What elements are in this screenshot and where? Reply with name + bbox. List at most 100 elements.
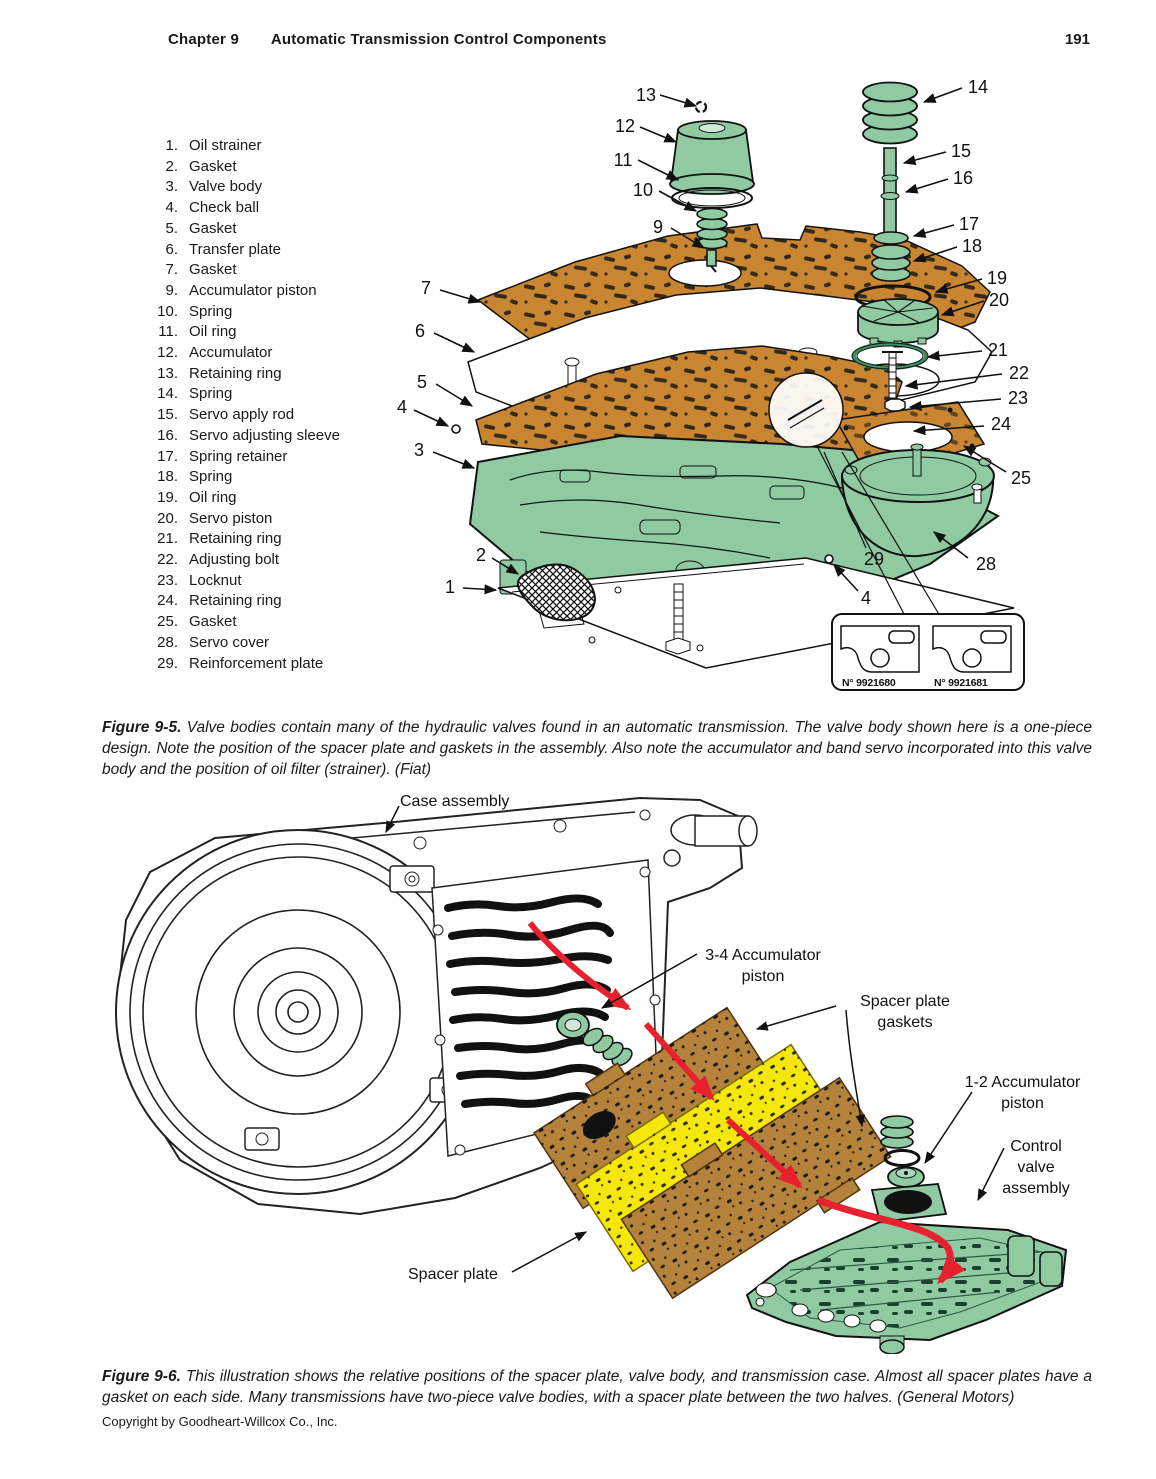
figure-9-6-illustration (115, 796, 1068, 1354)
parts-list-item: 23. Locknut (146, 571, 340, 592)
part-number: 12. (157, 344, 178, 362)
callout-19: 19 (987, 268, 1007, 288)
check-ball-4-left (451, 424, 461, 434)
parts-list-item: 10. Spring (146, 302, 340, 323)
part-name: Transfer plate (189, 240, 281, 258)
part-number: 23. (157, 571, 178, 589)
part-number: 19. (157, 488, 178, 506)
label-spacer-plate: Spacer plate (408, 1266, 498, 1283)
part-name: Servo apply rod (189, 406, 295, 424)
part-number: 15. (157, 406, 178, 424)
part-name: Retaining ring (189, 592, 282, 610)
part-number: 20. (157, 509, 178, 527)
parts-list-item: 5. Gasket (146, 219, 340, 240)
parts-list: 1. Oil strainer 2. Gasket 3. Valve body … (146, 136, 340, 674)
callout-16: 16 (953, 168, 973, 188)
parts-list-item: 13. Retaining ring (146, 364, 340, 385)
part-number: 2. (165, 157, 178, 175)
callout-13: 13 (636, 85, 656, 105)
plate-stamp-right: N° 9921681 (934, 677, 988, 689)
parts-list-item: 18. Spring (146, 467, 340, 488)
plate-stamp-left: N° 9921680 (842, 677, 896, 689)
page-number: 191 (1064, 31, 1090, 48)
part-number: 10. (157, 302, 178, 320)
accumulator-piston-9 (706, 249, 717, 273)
part-name: Gasket (189, 261, 237, 279)
parts-list-item: 16. Servo adjusting sleeve (146, 426, 340, 447)
part-name: Gasket (189, 613, 237, 631)
part-name: Retaining ring (189, 364, 282, 382)
part-number: 22. (157, 551, 178, 569)
parts-list-item: 4. Check ball (146, 198, 340, 219)
part-name: Spring (189, 468, 233, 486)
part-number: 3. (165, 178, 178, 196)
part-number: 24. (157, 592, 178, 610)
part-number: 25. (157, 613, 178, 631)
part-number: 6. (165, 240, 178, 258)
part-number: 9. (165, 281, 178, 299)
part-name: Accumulator (189, 344, 273, 362)
flow-arrows-red (527, 921, 966, 1285)
locknut-23 (884, 398, 906, 412)
parts-list-item: 7. Gasket (146, 260, 340, 281)
part-name: Spring (189, 302, 233, 320)
part-name: Retaining ring (189, 530, 282, 548)
callout-1: 1 (445, 577, 455, 597)
part-name: Servo piston (189, 509, 273, 527)
label-control-valve-assembly: Control valve assembly (1002, 1138, 1070, 1198)
spring-retainer-17 (873, 231, 909, 245)
figure-9-5-illustration: N° 9921680 N° 9921681 (397, 77, 1031, 691)
parts-list-item: 21. Retaining ring (146, 529, 340, 550)
servo-piston-20 (857, 298, 939, 348)
parts-list-item: 28. Servo cover (146, 633, 340, 654)
inset-detail-box: N° 9921680 N° 9921681 (817, 447, 1025, 691)
callout-2: 2 (476, 545, 486, 565)
control-valve-assembly (745, 1183, 1068, 1354)
callout-12: 12 (615, 116, 635, 136)
parts-list-item: 2. Gasket (146, 157, 340, 178)
callout-28: 28 (976, 554, 996, 574)
callout-5: 5 (417, 372, 427, 392)
parts-list-item: 24. Retaining ring (146, 591, 340, 612)
spring-18 (871, 244, 911, 282)
callout-21: 21 (988, 340, 1008, 360)
part-number: 1. (165, 137, 178, 154)
fig95-callout-arrows (413, 87, 1007, 595)
label-3-4-accumulator-piston: 3-4 Accumulator piston (705, 947, 821, 986)
figure-9-5-caption-label: Figure 9-5. (102, 718, 182, 736)
callout-29: 29 (864, 549, 884, 569)
figure-9-6-caption-label: Figure 9-6. (102, 1367, 181, 1385)
part-name: Oil ring (189, 323, 237, 341)
part-number: 29. (157, 654, 178, 672)
figure-9-5-caption: Figure 9-5. Valve bodies contain many of… (102, 717, 1092, 780)
fig96-leader-lines (385, 805, 1005, 1273)
callout-15: 15 (951, 141, 971, 161)
part-number: 13. (157, 364, 178, 382)
callout-11: 11 (614, 150, 633, 170)
pan-bolt (665, 583, 691, 655)
parts-list-item: 29. Reinforcement plate (146, 654, 340, 675)
part-name: Accumulator piston (189, 281, 317, 299)
callout-3: 3 (414, 440, 424, 460)
part-name: Spring retainer (189, 447, 288, 465)
callout-18: 18 (962, 236, 982, 256)
parts-list-item: 17. Spring retainer (146, 447, 340, 468)
check-ball-4-right (824, 554, 834, 564)
callout-6: 6 (415, 321, 425, 341)
case-assembly-drawing (115, 796, 758, 1216)
part-name: Spring (189, 385, 233, 403)
part-number: 5. (165, 219, 178, 237)
part-number: 18. (157, 468, 178, 486)
callout-14: 14 (968, 77, 988, 97)
oil-strainer-2 (516, 563, 596, 622)
parts-list-item: 14. Spring (146, 384, 340, 405)
callout-7: 7 (421, 278, 431, 298)
part-name: Gasket (189, 157, 237, 175)
part-name: Servo cover (189, 633, 270, 651)
parts-list-item: 25. Gasket (146, 612, 340, 633)
part-number: 17. (157, 447, 178, 465)
part-number: 21. (157, 530, 178, 548)
parts-list-item: 1. Oil strainer (146, 136, 340, 157)
part-number: 4. (165, 199, 178, 217)
